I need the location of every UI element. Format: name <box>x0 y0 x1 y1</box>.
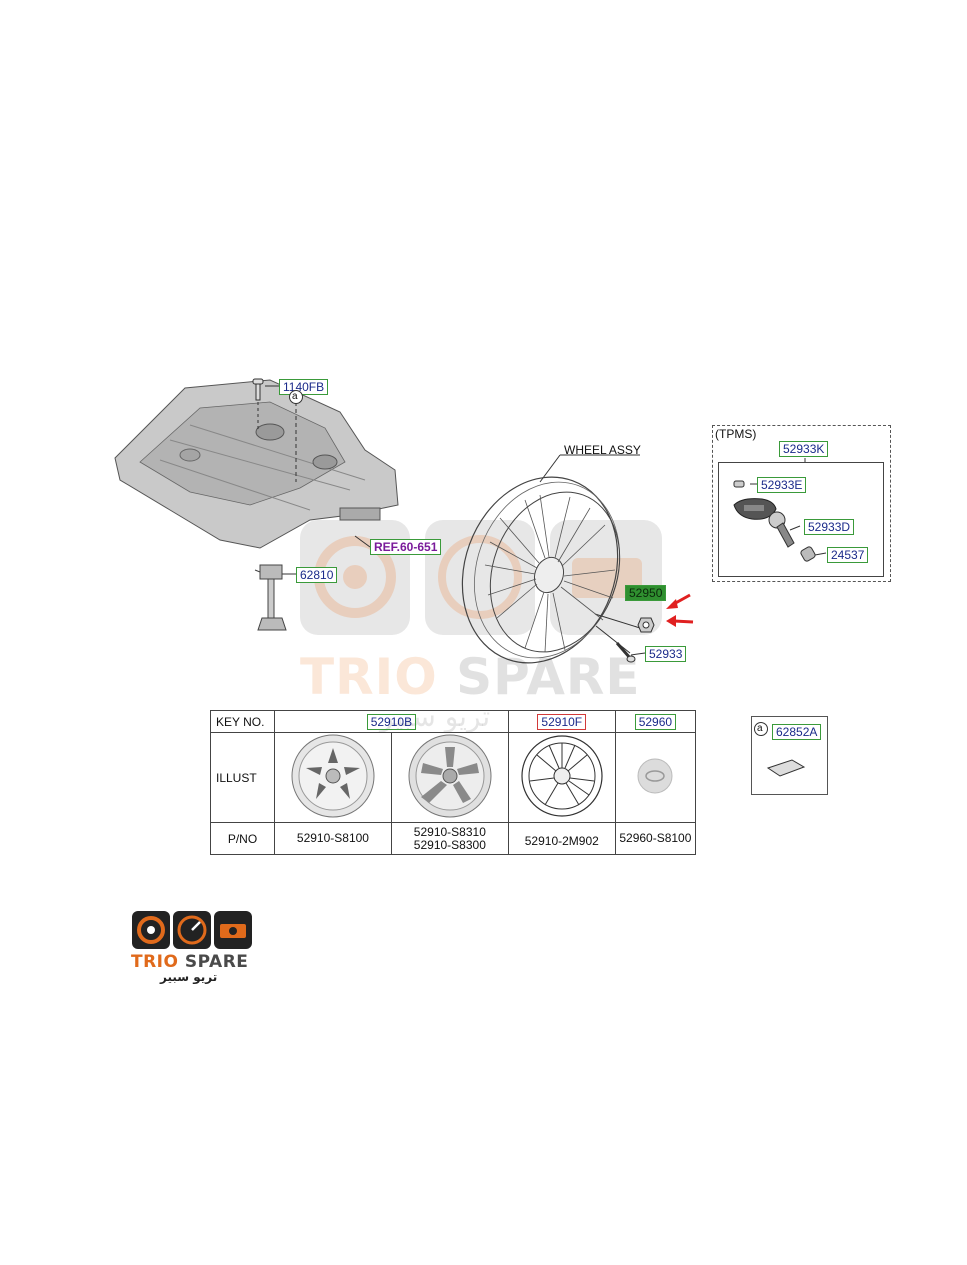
logo-arabic-text: تريو سبير <box>160 970 218 984</box>
table-row-key-no: KEY NO. 52910B 52910F 52960 <box>210 710 697 733</box>
hub-cap-emblem-image <box>637 758 673 794</box>
row-header-illust: ILLUST <box>210 732 275 823</box>
key-cell-52910f: 52910F <box>507 710 616 733</box>
illust-cell-1 <box>274 732 392 823</box>
valve-stem-icon <box>615 642 636 663</box>
trio-spare-logo-icons <box>132 911 252 949</box>
pad-illustration <box>766 759 806 777</box>
table-row-pno: P/NO 52910-S8100 52910-S8310 52910-S8300… <box>210 822 697 855</box>
tpms-outer-box <box>712 425 891 582</box>
underbody-panel-illustration <box>114 379 399 549</box>
part-number: 52960-S8100 <box>619 831 692 845</box>
inset-a-circle <box>754 722 768 736</box>
row-header-pno: P/NO <box>210 822 275 855</box>
part-number: 52910-S8300 <box>413 837 486 852</box>
pno-cell-3: 52910-2M902 <box>507 822 616 855</box>
wheel-cover-image-1 <box>291 734 375 818</box>
callout-62852a[interactable]: 62852A <box>772 724 822 740</box>
part-number: 52910-S8310 <box>413 824 486 839</box>
pno-cell-1: 52910-S8100 <box>274 822 392 855</box>
part-number: 52910-2M902 <box>524 834 599 848</box>
pno-cell-4: 52960-S8100 <box>614 822 697 855</box>
callout-62810[interactable]: 62810 <box>296 567 338 583</box>
inset-a-label: a <box>757 723 763 734</box>
wheel-illustration <box>461 476 621 664</box>
tpms-sensor-illustration <box>733 480 816 562</box>
callout-24537[interactable]: 24537 <box>827 547 869 563</box>
table-row-illust: ILLUST <box>210 732 697 823</box>
key-cell-52910b: 52910B <box>274 710 509 733</box>
wheel-parts-table: KEY NO. 52910B 52910F 52960 ILLUST <box>210 710 697 855</box>
callout-52950[interactable]: 52950 <box>625 585 667 601</box>
marker-a-circle <box>289 390 303 404</box>
alloy-wheel-image <box>521 735 603 817</box>
highlight-arrows <box>666 593 694 627</box>
inset-62852a-box <box>751 716 828 795</box>
spare-tire-carrier-illustration <box>254 564 287 631</box>
tpms-title: (TPMS) <box>715 427 757 441</box>
callout-52933[interactable]: 52933 <box>645 646 687 662</box>
marker-a-label: a <box>292 391 298 402</box>
wheel-cover-image-2 <box>408 734 492 818</box>
part-number: 52910-S8100 <box>296 831 369 845</box>
key-cell-52960: 52960 <box>614 710 697 733</box>
row-header-key-no: KEY NO. <box>210 710 275 733</box>
key-52910f[interactable]: 52910F <box>537 713 587 730</box>
tpms-inner-box <box>718 462 884 577</box>
watermark-brand: TRIO SPARE <box>300 648 641 706</box>
logo-brand-text: TRIO SPARE <box>131 952 249 972</box>
illust-cell-2 <box>390 732 509 823</box>
wheel-assy-label: WHEEL ASSY <box>564 443 641 457</box>
callout-1140fb[interactable]: 1140FB <box>279 379 329 395</box>
bolt-icon <box>252 378 264 401</box>
lug-nut-icon <box>637 617 655 633</box>
key-52910b[interactable]: 52910B <box>366 713 417 730</box>
pno-cell-2: 52910-S8310 52910-S8300 <box>390 822 509 855</box>
callout-52933e[interactable]: 52933E <box>757 477 807 493</box>
illust-cell-3 <box>507 732 616 823</box>
callout-ref-60-651[interactable]: REF.60-651 <box>370 539 442 555</box>
callout-52933k[interactable]: 52933K <box>779 441 829 457</box>
callout-52933d[interactable]: 52933D <box>804 519 855 535</box>
key-52960[interactable]: 52960 <box>634 713 677 730</box>
illust-cell-4 <box>614 732 697 823</box>
